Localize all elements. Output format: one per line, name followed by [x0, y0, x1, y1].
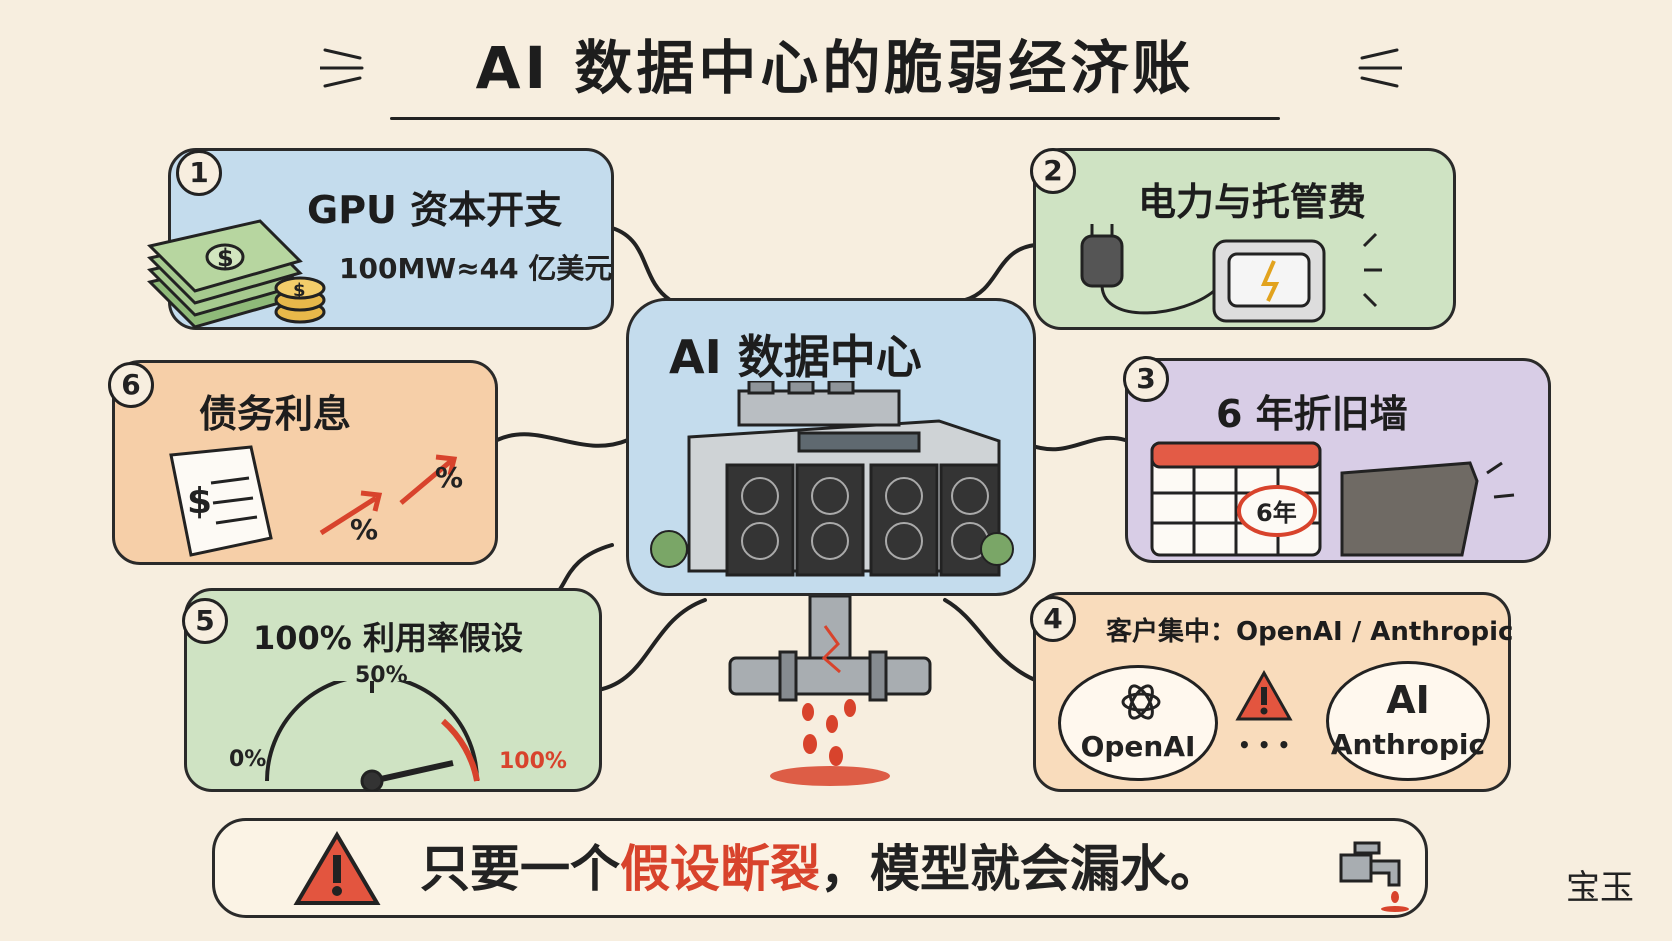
center-title: AI 数据中心 — [669, 330, 922, 384]
title-underline — [390, 117, 1280, 120]
openai-logo-icon — [1121, 684, 1161, 720]
conclusion-suffix: ，模型就会漏水。 — [820, 840, 1220, 898]
percent-sign-high: % — [435, 461, 464, 494]
title-block: AI 数据中心的脆弱经济账 — [330, 28, 1340, 120]
broken-pipe-icon — [728, 596, 932, 786]
gpu-capex-title: GPU 资本开支 — [307, 188, 563, 232]
anthropic-bubble[interactable]: AI Anthropic — [1326, 661, 1490, 781]
openai-bubble[interactable]: OpenAI — [1058, 665, 1218, 781]
svg-text:$: $ — [293, 280, 306, 301]
gauge-max-label: 100% — [499, 749, 567, 774]
invoice-and-rising-icon: $ — [169, 445, 458, 557]
openai-label: OpenAI — [1080, 730, 1196, 763]
step-number-5: 5 — [182, 598, 228, 644]
step-number-6: 6 — [108, 362, 154, 408]
artist-signature: 宝玉 — [1566, 868, 1634, 908]
depreciation-card: 6 年折旧墙 6年 — [1125, 358, 1551, 563]
step-number-1: 1 — [176, 150, 222, 196]
debt-interest-card: 债务利息 $ % % — [112, 360, 498, 565]
calendar-six-years: 6年 — [1256, 499, 1297, 527]
conclusion-prefix: 只要一个 — [420, 840, 620, 898]
warning-icon — [293, 831, 381, 905]
svg-text:$: $ — [187, 481, 212, 522]
svg-text:$: $ — [217, 244, 234, 272]
ellipsis-dots: • • • — [1238, 733, 1291, 757]
gauge-min-label: 0% — [229, 747, 267, 772]
gpu-capex-note: 100MW≈44 亿美元 — [339, 252, 613, 285]
page-title: AI 数据中心的脆弱经济账 — [475, 34, 1195, 102]
conclusion-banner: 只要一个假设断裂，模型就会漏水。 — [212, 818, 1428, 918]
utilization-title: 100% 利用率假设 — [253, 619, 524, 657]
money-stack-icon: $ $ — [147, 219, 326, 329]
percent-sign-low: % — [350, 513, 379, 546]
customer-concentration-title: 客户集中：OpenAI / Anthropic — [1106, 617, 1514, 647]
right-sparkle-icon — [1358, 48, 1402, 88]
gauge-icon — [265, 681, 480, 791]
center-datacenter-card: AI 数据中心 — [626, 298, 1036, 596]
step-number-2: 2 — [1030, 148, 1076, 194]
power-hosting-title: 电力与托管费 — [1138, 180, 1367, 224]
server-building-icon — [650, 381, 1014, 577]
conclusion-highlight: 假设断裂 — [620, 840, 820, 898]
gauge-mid-label: 50% — [355, 663, 408, 688]
debt-interest-title: 债务利息 — [199, 392, 352, 436]
warning-icon — [1235, 669, 1293, 721]
depreciation-title: 6 年折旧墙 — [1216, 392, 1408, 436]
anthropic-mark: AI — [1386, 678, 1430, 722]
power-hosting-card: 电力与托管费 — [1033, 148, 1456, 330]
calendar-cliff-icon — [1150, 441, 1515, 557]
faucet-icon — [1339, 841, 1409, 912]
step-number-4: 4 — [1030, 596, 1076, 642]
conclusion-text: 只要一个假设断裂，模型就会漏水。 — [420, 839, 1220, 899]
step-number-3: 3 — [1123, 356, 1169, 402]
utilization-card: 100% 利用率假设 50% 0% 100% — [184, 588, 602, 792]
left-sparkle-icon — [320, 48, 364, 88]
plug-and-meter-icon — [1080, 224, 1382, 323]
customer-concentration-card: 客户集中：OpenAI / Anthropic OpenAI • • • AI … — [1033, 592, 1514, 792]
anthropic-label: Anthropic — [1330, 728, 1486, 761]
